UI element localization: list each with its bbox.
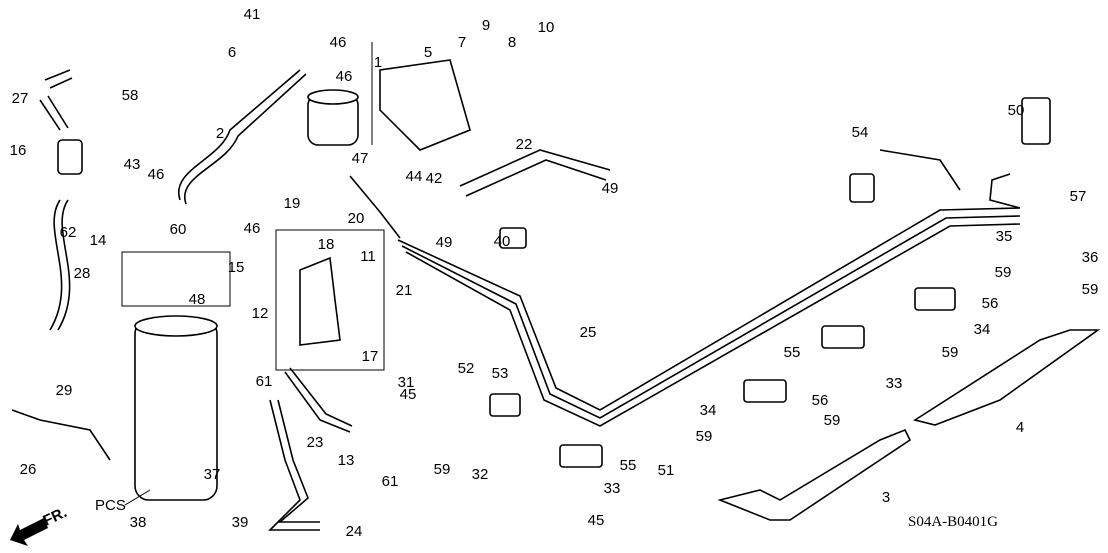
callout-25: 25	[580, 324, 597, 341]
callout-44: 44	[406, 168, 423, 185]
callout-39: 39	[232, 514, 249, 531]
callout-58: 58	[122, 87, 139, 104]
callout-34: 34	[974, 321, 991, 338]
fuel-filter	[307, 89, 359, 146]
pcs-label: PCS	[95, 497, 126, 514]
callout-59: 59	[434, 461, 451, 478]
callout-59: 59	[1082, 281, 1099, 298]
callout-43: 43	[124, 156, 141, 173]
callout-38: 38	[130, 514, 147, 531]
callout-61: 61	[256, 373, 273, 390]
callout-56: 56	[812, 392, 829, 409]
callout-60: 60	[170, 221, 187, 238]
callout-55: 55	[620, 457, 637, 474]
callout-45: 45	[400, 386, 417, 403]
callout-51: 51	[658, 462, 675, 479]
callout-29: 29	[56, 382, 73, 399]
callout-46: 46	[244, 220, 261, 237]
hoses	[11, 69, 611, 531]
callout-8: 8	[508, 34, 516, 51]
callout-40: 40	[494, 233, 511, 250]
callout-31: 31	[398, 374, 415, 391]
callout-17: 17	[362, 348, 379, 365]
callout-16: 16	[10, 142, 27, 159]
callout-48: 48	[189, 291, 206, 308]
callout-49: 49	[436, 234, 453, 251]
callout-42: 42	[426, 170, 443, 187]
group-box-19	[275, 229, 385, 371]
callout-24: 24	[346, 523, 363, 540]
callout-32: 32	[472, 466, 489, 483]
front-arrow-label: FR.	[41, 504, 70, 530]
callout-27: 27	[12, 90, 29, 107]
callout-12: 12	[252, 305, 269, 322]
callout-34: 34	[700, 402, 717, 419]
callout-19: 19	[284, 195, 301, 212]
callout-21: 21	[396, 282, 413, 299]
callout-2: 2	[216, 125, 224, 142]
callout-14: 14	[90, 232, 107, 249]
callout-5: 5	[424, 44, 432, 61]
callout-7: 7	[458, 34, 466, 51]
callout-49: 49	[602, 180, 619, 197]
callout-33: 33	[604, 480, 621, 497]
callout-59: 59	[942, 344, 959, 361]
callout-3: 3	[882, 489, 890, 506]
callout-35: 35	[996, 228, 1013, 245]
callout-28: 28	[74, 265, 91, 282]
group-box-15	[121, 251, 231, 307]
protector-rails	[717, 329, 1101, 521]
callout-41: 41	[244, 6, 261, 23]
callout-10: 10	[538, 19, 555, 36]
callout-61: 61	[382, 473, 399, 490]
callout-56: 56	[982, 295, 999, 312]
callout-45: 45	[588, 512, 605, 529]
callout-52: 52	[458, 360, 475, 377]
callout-55: 55	[784, 344, 801, 361]
callout-59: 59	[824, 412, 841, 429]
bracket	[299, 59, 471, 346]
callout-50: 50	[1008, 102, 1025, 119]
charcoal-canister	[134, 315, 218, 501]
callout-23: 23	[307, 434, 324, 451]
callout-33: 33	[886, 375, 903, 392]
callout-36: 36	[1082, 249, 1099, 266]
callout-9: 9	[482, 17, 490, 34]
callout-26: 26	[20, 461, 37, 478]
front-arrow-icon	[10, 518, 48, 546]
callout-46: 46	[330, 34, 347, 51]
drawing-code: S04A-B0401G	[908, 514, 998, 530]
callout-20: 20	[348, 210, 365, 227]
front-arrow: FR.	[10, 504, 70, 546]
callout-15: 15	[228, 259, 245, 276]
callout-53: 53	[492, 365, 509, 382]
parts-drawing	[11, 42, 1101, 531]
callout-54: 54	[852, 124, 869, 141]
callout-4: 4	[1016, 419, 1024, 436]
callout-18: 18	[318, 236, 335, 253]
callout-13: 13	[338, 452, 355, 469]
pcs-leader	[124, 489, 151, 506]
callout-22: 22	[516, 136, 533, 153]
callout-59: 59	[696, 428, 713, 445]
clamps	[489, 97, 1051, 468]
callout-6: 6	[228, 44, 236, 61]
callout-1: 1	[374, 54, 382, 71]
callout-57: 57	[1070, 188, 1087, 205]
callout-46: 46	[148, 166, 165, 183]
callout-62: 62	[60, 224, 77, 241]
callout-46: 46	[336, 68, 353, 85]
callout-11: 11	[360, 248, 376, 265]
callout-47: 47	[352, 150, 369, 167]
callout-37: 37	[204, 466, 221, 483]
callout-59: 59	[995, 264, 1012, 281]
fuel-lines	[349, 149, 1021, 427]
